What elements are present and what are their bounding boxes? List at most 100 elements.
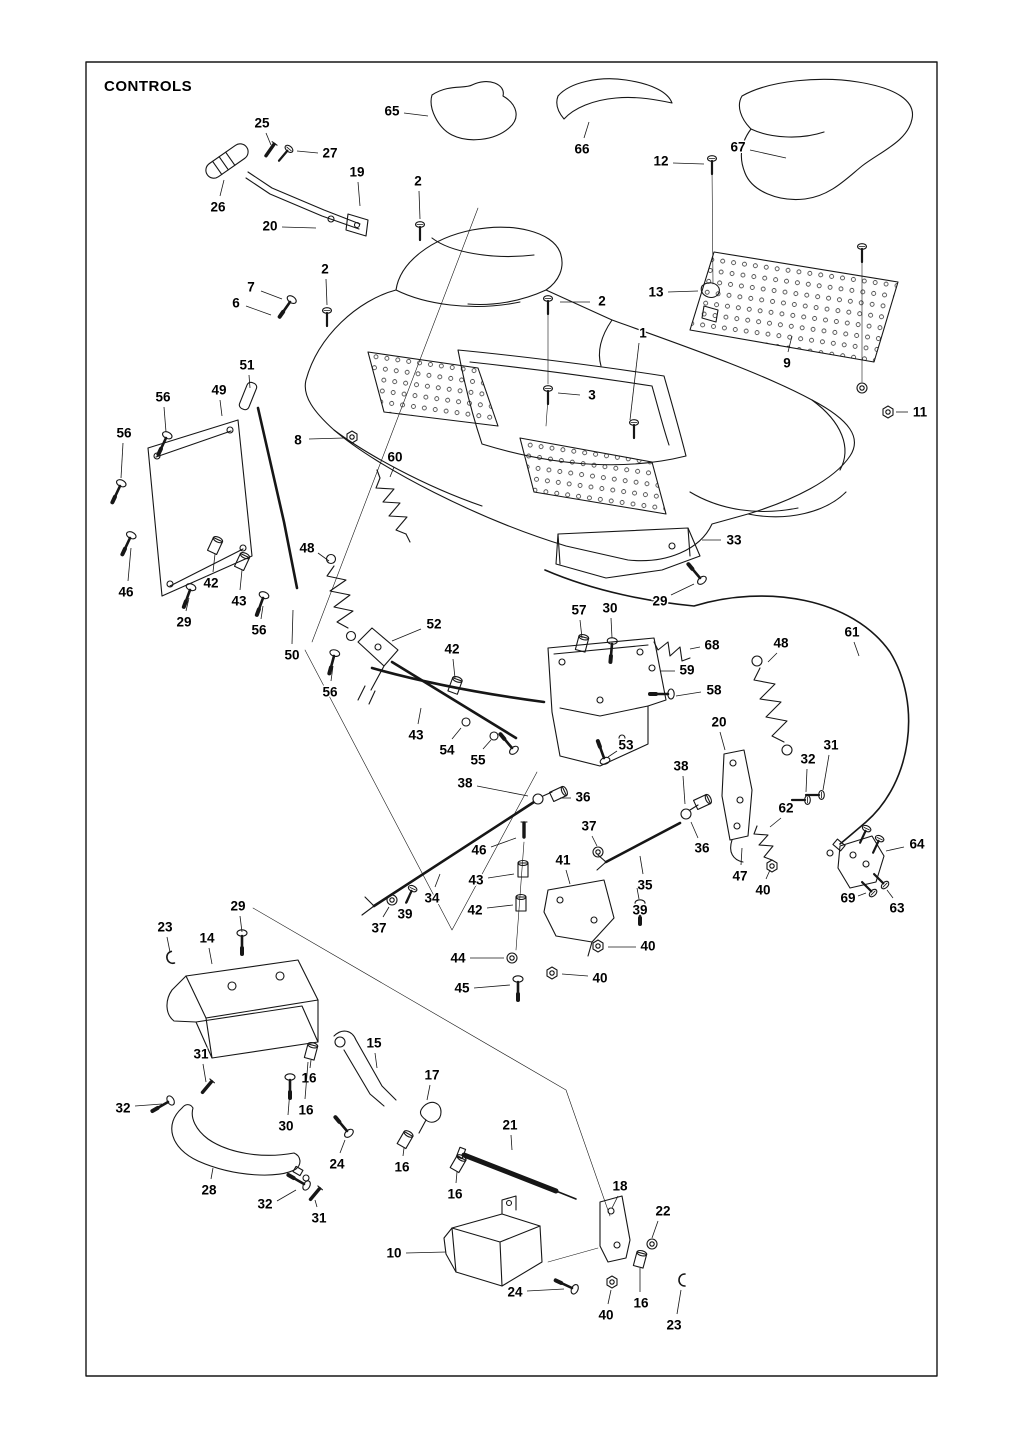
part-number-label: 62 [778,801,793,816]
leader-line [451,727,462,740]
part-number-label: 22 [655,1204,670,1219]
part-number-label: 48 [773,636,789,651]
leader-line [689,646,701,650]
leader-line [281,226,317,229]
leader-line [749,149,787,159]
clip-icon [678,1273,686,1287]
leader-line [610,617,613,639]
washer-icon [646,1238,658,1250]
part-number-label: 8 [294,433,302,448]
leader-line [486,904,514,909]
part-number-label: 56 [155,390,171,405]
leader-line [406,895,411,904]
leader-line [185,597,190,612]
leader-line [287,1089,291,1116]
part-number-label: 27 [322,146,337,161]
leader-line [314,1199,318,1208]
part-number-label: 23 [666,1318,682,1333]
spring-62 [753,825,774,861]
part-number-label: 32 [115,1101,130,1116]
part-number-label: 20 [711,715,726,730]
part-number-label: 66 [574,142,590,157]
part-number-label: 68 [704,638,720,653]
part-number-label: 40 [640,939,655,954]
leader-line [629,342,640,421]
screw-icon [274,142,296,165]
nut-icon [346,430,358,444]
rod-50 [238,381,299,590]
leader-line [482,739,492,750]
leader-line [672,162,705,165]
part-number-label: 37 [581,819,596,834]
leader-line [325,278,328,306]
leader-line [769,817,782,828]
leader-line [526,1288,565,1292]
part-number-label: 59 [679,663,694,678]
part-number-label: 9 [783,356,791,371]
leader-line [676,1289,682,1315]
part-number-label: 26 [210,200,226,215]
bushing-icon [206,534,225,556]
screw-icon [706,154,718,176]
part-number-label: 24 [329,1157,345,1172]
part-number-label: 39 [397,907,412,922]
part-number-label: 44 [450,951,466,966]
leader-line [452,658,456,679]
screw-icon [854,823,873,846]
leader-line [473,984,511,989]
bolt-icon [682,558,710,588]
part-number-label: 25 [254,116,270,131]
part-number-label: 31 [193,1047,209,1062]
leader-line [265,132,272,146]
part-number-label: 16 [298,1103,314,1118]
part-number-label: 52 [426,617,441,632]
part-number-label: 39 [632,903,647,918]
part-number-label: 56 [251,623,267,638]
leader-line [639,855,644,875]
leader-line [210,1167,214,1180]
leader-line [239,915,243,933]
washer-icon [386,894,398,906]
nut-icon [546,966,558,980]
leader-line [822,754,830,791]
leader-line [127,547,132,582]
leader-line [405,1251,447,1254]
part-number-label: 40 [755,883,770,898]
leader-line [296,150,319,154]
leader-line [239,569,243,591]
part-number-label: 21 [502,1118,518,1133]
part-number-label: 36 [575,790,591,805]
bolt-icon [250,588,272,619]
leader-line [565,869,571,885]
leader-line [455,1171,458,1184]
leader-line [309,1059,312,1069]
bolt-icon [283,1168,314,1194]
leader-line [163,406,167,433]
part-number-label: 40 [598,1308,613,1323]
part-number-label: 28 [201,1183,217,1198]
part-number-label: 19 [349,165,364,180]
leader-line [212,553,216,573]
part-number-label: 53 [618,738,634,753]
part-number-label: 46 [118,585,134,600]
part-number-label: 55 [470,753,486,768]
bolt-icon [105,476,130,507]
leader-line [490,837,517,848]
mat-65 [430,81,517,141]
part-number-label: 50 [284,648,299,663]
leader-line [374,1052,378,1069]
screw-icon [856,242,868,264]
chassis-body-1 [304,226,855,562]
part-number-label: 33 [726,533,742,548]
shock-48-left [325,553,357,642]
part-number-label: 29 [230,899,245,914]
part-number-label: 40 [592,971,607,986]
screw-icon [542,294,554,316]
part-number-label: 64 [909,837,925,852]
part-number-label: 16 [447,1187,463,1202]
leader-line [134,1103,163,1107]
clamp-13 [700,282,720,323]
leader-line [636,887,640,900]
part-number-label: 37 [371,921,386,936]
